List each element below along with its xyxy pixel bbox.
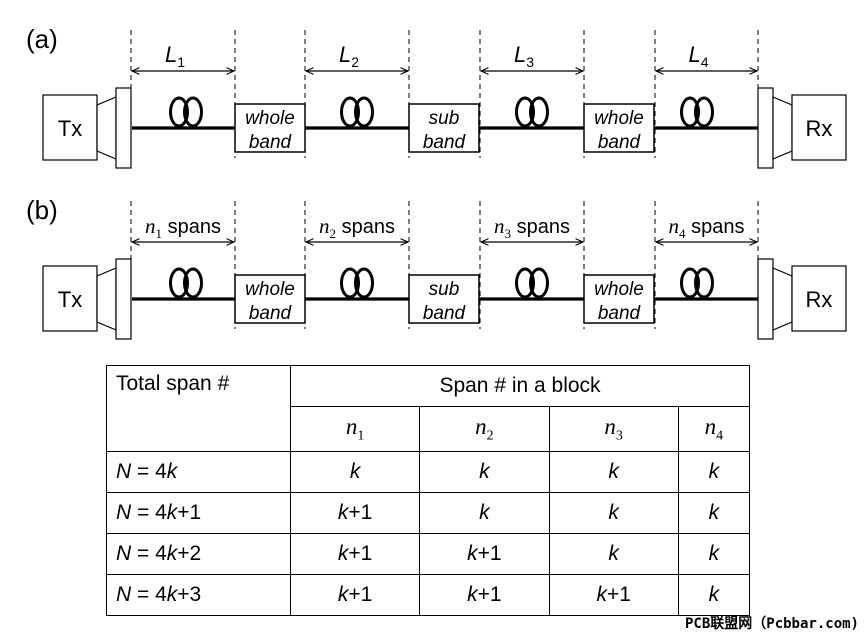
- table-cell: k: [677, 451, 751, 493]
- panel-label: (a): [26, 24, 58, 54]
- table-cell: k+1: [289, 492, 421, 534]
- table-cell: k+1: [419, 533, 550, 575]
- band-filter-label-line1: whole: [245, 279, 295, 300]
- table-cell: k+1: [548, 574, 679, 616]
- band-filter-label-line2: band: [249, 303, 293, 324]
- table-cell: k: [677, 533, 751, 575]
- table-header-total-span: Total span #: [106, 365, 291, 452]
- table-column-header-n4: n4: [677, 406, 751, 452]
- table-row-label: N = 4k+1: [106, 492, 291, 534]
- segment-length-label: L4: [688, 42, 708, 70]
- band-filter-label-line1: sub: [429, 108, 460, 129]
- tx-mux-icon: [96, 267, 117, 331]
- band-filter-box: [408, 103, 480, 153]
- fiber-coil-icon: [529, 267, 549, 299]
- band-filter-box: [234, 274, 306, 324]
- table-cell: k: [548, 492, 679, 534]
- fiber-coil-icon: [183, 267, 203, 299]
- band-filter-label-line2: band: [423, 132, 467, 153]
- fiber-coil-icon: [694, 96, 714, 128]
- fiber-coil-icon: [515, 267, 535, 299]
- band-filter-label-line1: whole: [245, 108, 295, 129]
- band-filter-box: [234, 103, 306, 153]
- band-filter-label-line2: band: [423, 303, 467, 324]
- watermark: PCB联盟网（Pcbbar.com): [684, 616, 859, 632]
- fiber-coil-icon: [169, 96, 189, 128]
- tx-amplifier-icon: [115, 258, 132, 340]
- band-filter-box: [583, 103, 655, 153]
- table-cell: k: [419, 451, 550, 493]
- band-filter-label-line1: whole: [594, 279, 644, 300]
- rx-label: Rx: [806, 116, 833, 141]
- table-header-span-in-block: Span # in a block: [290, 365, 750, 407]
- rx-box: [791, 265, 847, 332]
- fiber-coil-icon: [340, 96, 360, 128]
- fiber-coil-icon: [680, 267, 700, 299]
- segment-span-label: n1 spans: [145, 214, 221, 241]
- fiber-coil-icon: [515, 96, 535, 128]
- segment-span-label: n4 spans: [669, 214, 745, 241]
- fiber-coil-icon: [183, 96, 203, 128]
- tx-label: Tx: [58, 287, 82, 312]
- tx-mux-icon: [96, 96, 117, 160]
- fiber-coil-icon: [694, 267, 714, 299]
- table-column-header-n3: n3: [548, 406, 679, 452]
- rx-amplifier-icon: [757, 87, 774, 169]
- segment-length-label: L3: [514, 42, 534, 70]
- table-cell: k: [677, 492, 751, 534]
- tx-label: Tx: [58, 116, 82, 141]
- fiber-coil-icon: [169, 267, 189, 299]
- table-cell: k: [289, 451, 421, 493]
- tx-amplifier-icon: [115, 87, 132, 169]
- rx-box: [791, 94, 847, 161]
- table-cell: k: [677, 574, 751, 616]
- band-filter-box: [583, 274, 655, 324]
- table-cell: k: [419, 492, 550, 534]
- table-cell: k: [548, 533, 679, 575]
- band-filter-box: [408, 274, 480, 324]
- table-cell: k: [548, 451, 679, 493]
- rx-amplifier-icon: [757, 258, 774, 340]
- band-filter-label-line2: band: [598, 303, 642, 324]
- table-row-label: N = 4k: [106, 451, 291, 493]
- table-cell: k+1: [289, 533, 421, 575]
- fiber-coil-icon: [680, 96, 700, 128]
- fiber-coil-icon: [354, 267, 374, 299]
- rx-demux-icon: [772, 267, 793, 331]
- tx-box: [42, 265, 98, 332]
- segment-length-label: L1: [165, 42, 185, 70]
- table-column-header-n1: n1: [289, 406, 421, 452]
- segment-span-label: n2 spans: [319, 214, 395, 241]
- band-filter-label-line1: whole: [594, 108, 644, 129]
- table-cell: k+1: [419, 574, 550, 616]
- band-filter-label-line2: band: [598, 132, 642, 153]
- rx-demux-icon: [772, 96, 793, 160]
- band-filter-label-line1: sub: [429, 279, 460, 300]
- panel-label: (b): [26, 195, 58, 225]
- segment-length-label: L2: [339, 42, 359, 70]
- table-row-label: N = 4k+3: [106, 574, 291, 616]
- rx-label: Rx: [806, 287, 833, 312]
- table-row-label: N = 4k+2: [106, 533, 291, 575]
- fiber-coil-icon: [529, 96, 549, 128]
- table-column-header-n2: n2: [419, 406, 550, 452]
- table-cell: k+1: [289, 574, 421, 616]
- fiber-coil-icon: [340, 267, 360, 299]
- fiber-coil-icon: [354, 96, 374, 128]
- band-filter-label-line2: band: [249, 132, 293, 153]
- segment-span-label: n3 spans: [494, 214, 570, 241]
